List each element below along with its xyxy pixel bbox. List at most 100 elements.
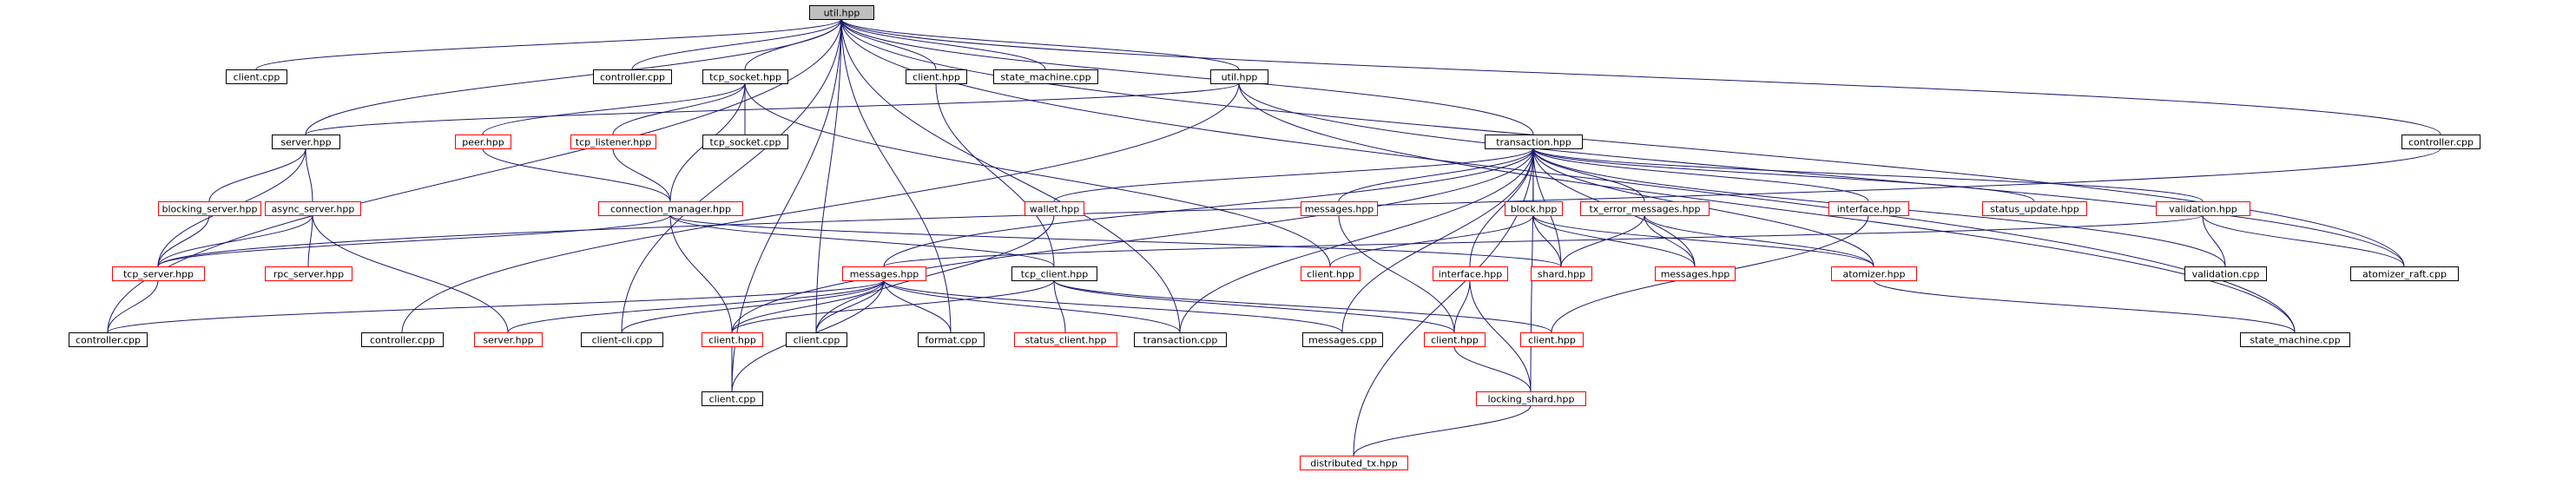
node-box[interactable] — [265, 266, 352, 281]
node-box[interactable] — [1011, 266, 1097, 281]
node-client-hpp-d[interactable]: client.hpp — [1424, 332, 1486, 347]
node-controller-cpp-d[interactable]: controller.cpp — [361, 332, 444, 347]
node-state-machine-cpp[interactable]: state_machine.cpp — [993, 69, 1098, 84]
node-tcp-server-hpp[interactable]: tcp_server.hpp — [112, 266, 205, 281]
node-messages-hpp-main[interactable]: messages.hpp — [842, 266, 926, 281]
node-box[interactable] — [702, 135, 788, 149]
node-rpc-server-hpp[interactable]: rpc_server.hpp — [265, 266, 352, 281]
node-peer-hpp[interactable]: peer.hpp — [455, 135, 511, 149]
node-box[interactable] — [1531, 266, 1592, 281]
node-client-hpp-c[interactable]: client.hpp — [702, 332, 763, 347]
node-messages-cpp[interactable]: messages.cpp — [1302, 332, 1383, 347]
node-box[interactable] — [1134, 332, 1227, 347]
node-atomizer-raft-cpp[interactable]: atomizer_raft.cpp — [2350, 266, 2459, 281]
node-box[interactable] — [1476, 391, 1586, 406]
node-validation-cpp[interactable]: validation.cpp — [2184, 266, 2267, 281]
node-client-hpp-e[interactable]: client.hpp — [1520, 332, 1584, 347]
node-box[interactable] — [581, 332, 663, 347]
node-box[interactable] — [1014, 332, 1117, 347]
node-box[interactable] — [906, 69, 967, 84]
node-messages-hpp-b[interactable]: messages.hpp — [1655, 266, 1736, 281]
node-controller-cpp-b[interactable]: controller.cpp — [2401, 135, 2480, 149]
node-atomizer-hpp[interactable]: atomizer.hpp — [1831, 266, 1917, 281]
node-box[interactable] — [1024, 201, 1084, 216]
node-box[interactable] — [1655, 266, 1736, 281]
node-box[interactable] — [1301, 266, 1360, 281]
node-util-root[interactable]: util.hpp — [809, 5, 874, 20]
node-interface-hpp-b[interactable]: interface.hpp — [1433, 266, 1508, 281]
node-box[interactable] — [2156, 201, 2250, 216]
node-validation-hpp[interactable]: validation.hpp — [2156, 201, 2250, 216]
node-shard-hpp[interactable]: shard.hpp — [1531, 266, 1592, 281]
node-tcp-listener-hpp[interactable]: tcp_listener.hpp — [570, 135, 656, 149]
node-box[interactable] — [1505, 201, 1563, 216]
node-connection-manager-hpp[interactable]: connection_manager.hpp — [598, 201, 743, 216]
node-box[interactable] — [809, 5, 874, 20]
node-tcp-client-hpp[interactable]: tcp_client.hpp — [1011, 266, 1097, 281]
node-box[interactable] — [1580, 201, 1710, 216]
node-blocking-server-hpp[interactable]: blocking_server.hpp — [158, 201, 261, 216]
node-distributed-tx-hpp[interactable]: distributed_tx.hpp — [1300, 456, 1408, 470]
node-box[interactable] — [1300, 456, 1408, 470]
node-status-update-hpp[interactable]: status_update.hpp — [1982, 201, 2087, 216]
node-box[interactable] — [455, 135, 511, 149]
node-box[interactable] — [361, 332, 444, 347]
node-box[interactable] — [593, 69, 672, 84]
node-status-client-hpp[interactable]: status_client.hpp — [1014, 332, 1117, 347]
node-box[interactable] — [918, 332, 985, 347]
node-server-hpp[interactable]: server.hpp — [272, 135, 340, 149]
node-client-cpp-a[interactable]: client.cpp — [226, 69, 287, 84]
node-box[interactable] — [158, 201, 261, 216]
node-box[interactable] — [69, 332, 148, 347]
node-box[interactable] — [1485, 135, 1583, 149]
node-box[interactable] — [1831, 266, 1917, 281]
node-tx-error-messages-hpp[interactable]: tx_error_messages.hpp — [1580, 201, 1710, 216]
node-box[interactable] — [474, 332, 543, 347]
node-box[interactable] — [2350, 266, 2459, 281]
node-locking-shard-hpp[interactable]: locking_shard.hpp — [1476, 391, 1586, 406]
node-tcp-socket-cpp[interactable]: tcp_socket.cpp — [702, 135, 788, 149]
node-box[interactable] — [598, 201, 743, 216]
node-client-hpp-b[interactable]: client.hpp — [1301, 266, 1360, 281]
node-box[interactable] — [842, 266, 926, 281]
node-box[interactable] — [1424, 332, 1486, 347]
node-box[interactable] — [265, 201, 361, 216]
node-box[interactable] — [112, 266, 205, 281]
node-util-hpp2[interactable]: util.hpp — [1210, 69, 1268, 84]
node-box[interactable] — [1828, 201, 1909, 216]
node-box[interactable] — [2401, 135, 2480, 149]
node-server-hpp-b[interactable]: server.hpp — [474, 332, 543, 347]
node-controller-cpp-c[interactable]: controller.cpp — [69, 332, 148, 347]
node-tcp-socket-hpp[interactable]: tcp_socket.hpp — [702, 69, 788, 84]
node-async-server-hpp[interactable]: async_server.hpp — [265, 201, 361, 216]
node-box[interactable] — [272, 135, 340, 149]
node-box[interactable] — [1210, 69, 1268, 84]
node-box[interactable] — [2184, 266, 2267, 281]
node-controller-cpp-a[interactable]: controller.cpp — [593, 69, 672, 84]
node-box[interactable] — [226, 69, 287, 84]
node-box[interactable] — [2240, 332, 2350, 347]
node-interface-hpp-a[interactable]: interface.hpp — [1828, 201, 1909, 216]
node-box[interactable] — [1301, 201, 1378, 216]
node-format-cpp[interactable]: format.cpp — [918, 332, 985, 347]
node-box[interactable] — [1433, 266, 1508, 281]
node-box[interactable] — [702, 69, 788, 84]
node-client-cli-cpp[interactable]: client-cli.cpp — [581, 332, 663, 347]
node-client-cpp-c[interactable]: client.cpp — [702, 391, 763, 406]
node-box[interactable] — [786, 332, 847, 347]
node-messages-hpp-a[interactable]: messages.hpp — [1301, 201, 1378, 216]
node-box[interactable] — [993, 69, 1098, 84]
node-client-cpp-b[interactable]: client.cpp — [786, 332, 847, 347]
node-wallet-hpp[interactable]: wallet.hpp — [1024, 201, 1084, 216]
node-box[interactable] — [702, 391, 763, 406]
node-box[interactable] — [702, 332, 763, 347]
node-box[interactable] — [570, 135, 656, 149]
node-state-machine-cpp-b[interactable]: state_machine.cpp — [2240, 332, 2350, 347]
node-block-hpp[interactable]: block.hpp — [1505, 201, 1563, 216]
node-box[interactable] — [1520, 332, 1584, 347]
node-transaction-cpp[interactable]: transaction.cpp — [1134, 332, 1227, 347]
node-box[interactable] — [1302, 332, 1383, 347]
node-client-hpp-a[interactable]: client.hpp — [906, 69, 967, 84]
node-transaction-hpp[interactable]: transaction.hpp — [1485, 135, 1583, 149]
node-box[interactable] — [1982, 201, 2087, 216]
